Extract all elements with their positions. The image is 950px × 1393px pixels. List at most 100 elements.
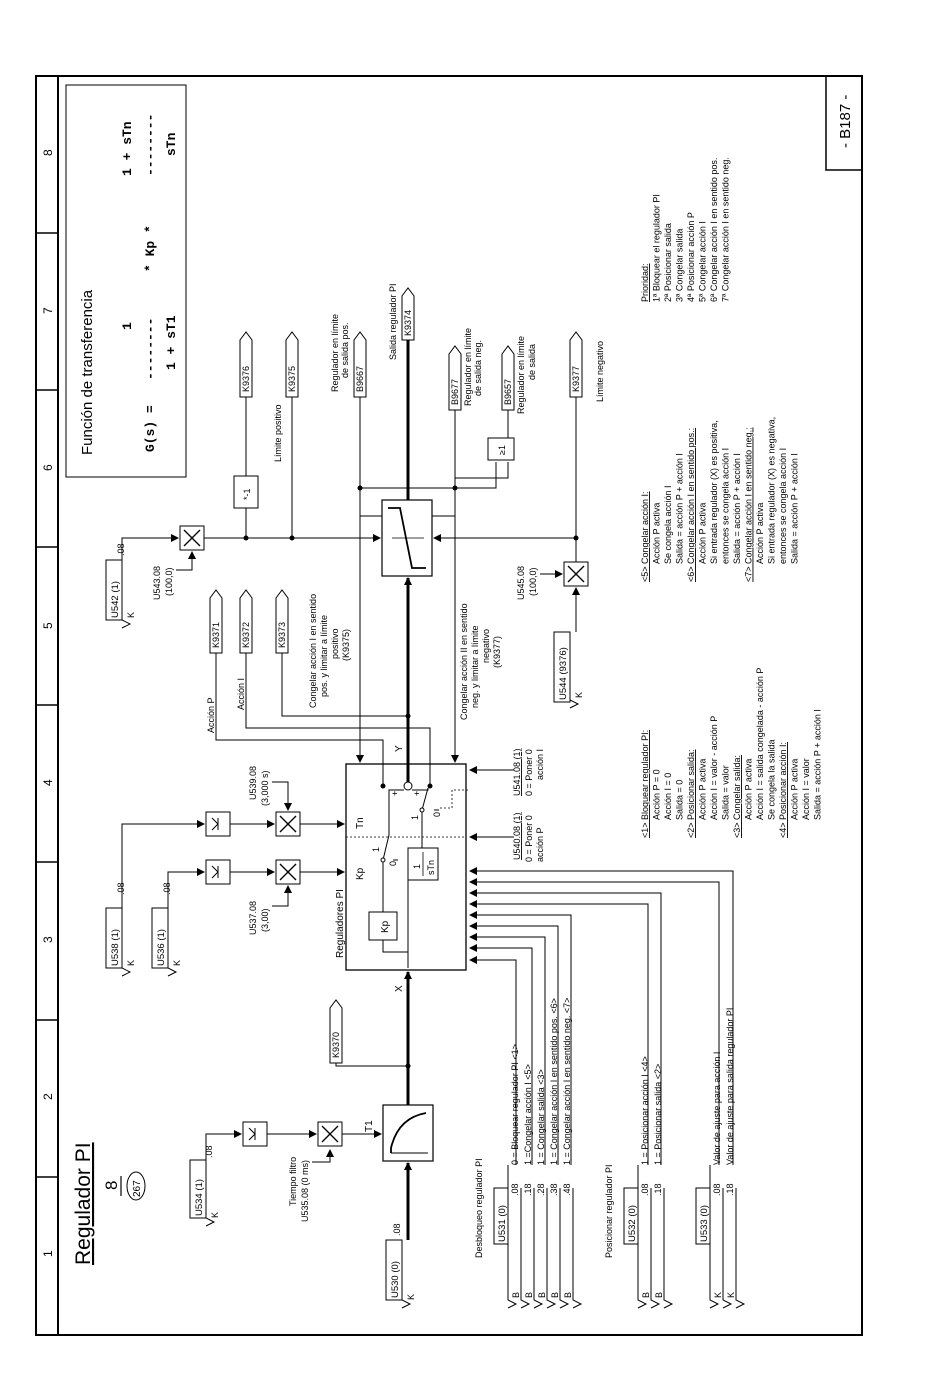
column-number-1: 1 bbox=[41, 1250, 55, 1257]
u540-line1: 0 = Poner 0 bbox=[524, 815, 534, 862]
posicionar-title: Posicionar regulador PI bbox=[604, 1164, 614, 1258]
lim-salida-1: Regulador en límite bbox=[516, 336, 526, 414]
note-line: Acción P activa bbox=[790, 759, 800, 820]
u545-value: (100,0) bbox=[528, 567, 538, 596]
desbloqueo-row-2-type: B bbox=[537, 1292, 547, 1298]
u542-index: .08 bbox=[116, 543, 126, 556]
limite-negativo-label: Límite negativo bbox=[595, 341, 605, 402]
lim-pos-1: Regulador en límite bbox=[330, 314, 340, 392]
tf-den2: sTn bbox=[164, 132, 179, 156]
i-switch-zero: 0 bbox=[432, 812, 442, 817]
b9677-label: B9677 bbox=[450, 379, 460, 405]
note-line: entonces se congela acción I bbox=[721, 448, 731, 564]
mult-block-filter: Tiempo filtro U535.08 (0 ms) bbox=[288, 1121, 382, 1222]
note-line: Acción I = 0 bbox=[663, 773, 673, 820]
note-line: Acción I = salida congelada - acción P bbox=[755, 668, 765, 820]
desbloqueo-title: Desbloqueo regulador PI bbox=[474, 1158, 484, 1258]
note-line: <7> Congelar acción I en sentido neg.: bbox=[744, 427, 754, 582]
note-line: Acción P activa bbox=[744, 759, 754, 820]
sheet-ref: 267 bbox=[132, 1180, 143, 1197]
sum-plus-p: + bbox=[390, 791, 400, 796]
note-line: Acción P activa bbox=[755, 503, 765, 564]
tf-bar2: -------- bbox=[143, 114, 158, 176]
desbloqueo-row: .18 B 1 =Congelar acción I <5> bbox=[520, 1064, 534, 1309]
u538-type: K bbox=[126, 960, 136, 966]
sum-plus-i: + bbox=[412, 791, 422, 796]
integrator-den: sTn bbox=[426, 860, 436, 875]
kp-input-label: Kp bbox=[355, 867, 366, 880]
congelar-neg-1: Congelar acción II en sentido bbox=[459, 603, 469, 720]
u544-type: K bbox=[574, 692, 584, 698]
or-gate-text: ≥1 bbox=[497, 445, 507, 455]
note-line: 3ª Congelar salida bbox=[675, 229, 685, 302]
negative-limit-chain: U544 (9376) K U545.08 (100,0) K9377 Lími… bbox=[433, 331, 605, 709]
column-number-7: 7 bbox=[41, 307, 55, 314]
congelar-neg-2: neg. y limitar a límite bbox=[470, 625, 480, 708]
desbloqueo-group: Desbloqueo regulador PI U531 (0) .08 B 0… bbox=[474, 998, 583, 1309]
limit-status-outputs: B9667 Regulador en límite de salida pos.… bbox=[330, 283, 537, 517]
tf-lhs: G(s) = bbox=[143, 405, 158, 452]
u533-param: U533 (0) bbox=[699, 1205, 710, 1242]
b9657-label: B9657 bbox=[503, 379, 513, 405]
input-u530: U530 (0) K .08 bbox=[385, 1162, 416, 1309]
pi-regulator-block: Reguladores PI Kp 1 sTn Kp Tn 1 0 1 0 + … bbox=[335, 745, 468, 971]
pt1-filter-block: T1 X bbox=[364, 971, 434, 1162]
u541-param: U541.08 (1) bbox=[512, 748, 522, 796]
valores-row-0-index: .08 bbox=[712, 1183, 722, 1196]
u536-param: U536 (1) bbox=[156, 929, 167, 966]
valores-row-0-type: K bbox=[713, 1292, 723, 1298]
k9372-label: K9372 bbox=[241, 622, 251, 648]
note-line: <4> Posicionar acción I: bbox=[778, 742, 788, 838]
posicionar-row: .08 B 1 = Posicionar acción I <4> bbox=[637, 1056, 651, 1309]
note-line: 7ª Congelar acción I en sentido neg. bbox=[721, 157, 731, 302]
desbloqueo-row-3-index: .38 bbox=[549, 1183, 559, 1196]
column-number-6: 6 bbox=[41, 464, 55, 471]
freeze-annotations: Congelar acción I en sentido pos. y limi… bbox=[308, 488, 502, 763]
k9376-label: K9376 bbox=[241, 366, 251, 392]
tn-input-label: Tn bbox=[355, 817, 366, 829]
frame: 1 2 3 4 5 6 7 8 - B187 - bbox=[35, 75, 863, 1336]
tf-den1: 1 + sT1 bbox=[164, 315, 179, 370]
k9377-label: K9377 bbox=[571, 366, 581, 392]
kp-block-text: Kp bbox=[380, 920, 391, 933]
t1-label: T1 bbox=[364, 1120, 375, 1132]
pi-label: Reguladores PI bbox=[335, 889, 346, 958]
u530-index: .08 bbox=[392, 1223, 402, 1236]
limite-positivo-label: Límite positivo bbox=[273, 404, 283, 462]
u540-line2: acción P bbox=[535, 827, 545, 862]
desbloqueo-row: .08 B 0 = Bloquear regulador PI <1> bbox=[507, 1044, 521, 1309]
note-line: 2ª Posicionar salida bbox=[663, 223, 673, 302]
integrator-num: 1 bbox=[412, 864, 422, 869]
u538-index: .08 bbox=[116, 882, 126, 895]
title-block: Regulador PI 8 267 bbox=[72, 1142, 146, 1265]
note-line: Salida = acción P + acción I bbox=[790, 453, 800, 564]
congelar-neg-4: (K9377) bbox=[492, 636, 502, 668]
sheet-number: 8 bbox=[102, 1181, 121, 1190]
desbloqueo-row: .38 B 1 = Congelar acción I en sentido p… bbox=[546, 998, 560, 1309]
zero-action-inputs: U540.08 (1) 0 = Poner 0 acción P U541.08… bbox=[469, 748, 545, 862]
desbloqueo-row-3-type: B bbox=[550, 1292, 560, 1298]
congelar-pos-3: positivo bbox=[330, 628, 340, 659]
page-id: - B187 - bbox=[837, 95, 854, 148]
note-line: Si entrada regulador (X) es negativa, bbox=[767, 417, 777, 564]
u530-param: U530 (0) bbox=[390, 1261, 401, 1298]
note-line: Acción I = valor bbox=[801, 758, 811, 820]
note-line: <5> Congelar acción I: bbox=[640, 491, 650, 582]
u541-line2: acción I bbox=[535, 749, 545, 780]
valores-row-0-text: Valor de ajuste para acción I bbox=[712, 1052, 722, 1165]
note-line: Acción P = 0 bbox=[652, 769, 662, 820]
abs-block-filter bbox=[242, 1121, 317, 1147]
u540-param: U540.08 (1) bbox=[512, 812, 522, 860]
note-line: <1> Bloquear regulador PI: bbox=[640, 730, 650, 838]
posicionar-row-1-type: B bbox=[654, 1292, 664, 1298]
k9371-label: K9371 bbox=[211, 622, 221, 648]
b9667-label: B9667 bbox=[355, 366, 365, 392]
valores-row-1-index: .18 bbox=[725, 1183, 735, 1196]
posicionar-group: Posicionar regulador PI U532 (0) .08 B 1… bbox=[604, 1056, 674, 1309]
accion-p-label: Acción P bbox=[206, 697, 216, 733]
posicionar-row: .18 B 1 = Posicionar salida <2> bbox=[650, 1064, 674, 1309]
tf-num1: 1 bbox=[120, 322, 135, 330]
u536-type: K bbox=[172, 960, 182, 966]
